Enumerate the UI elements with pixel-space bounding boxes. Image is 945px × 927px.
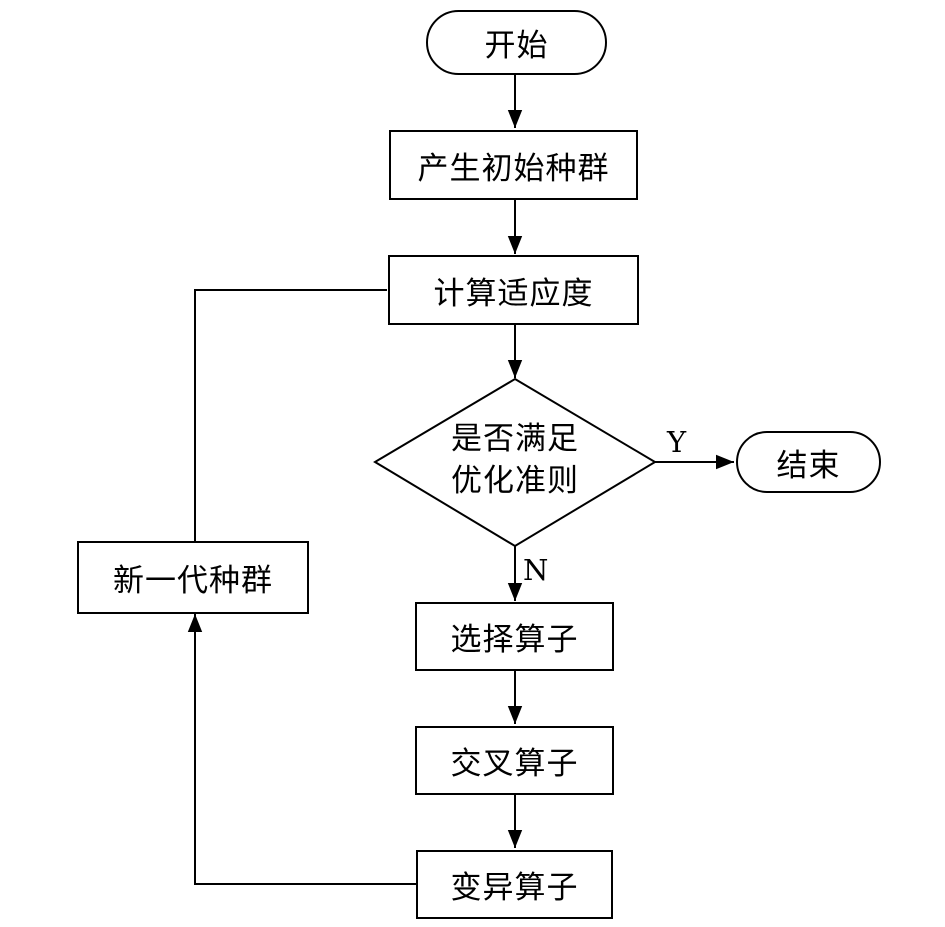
mutation-operator-label: 变异算子 bbox=[450, 870, 579, 906]
crossover-operator-label: 交叉算子 bbox=[450, 746, 579, 782]
decision-label-line1: 是否满足 bbox=[451, 421, 579, 457]
start-label: 开始 bbox=[484, 28, 549, 64]
compute-fitness-label: 计算适应度 bbox=[433, 275, 594, 312]
end-node: 结束 bbox=[736, 431, 881, 493]
no-edge-label: N bbox=[523, 553, 549, 587]
edge-mutation-to-new-population bbox=[187, 614, 416, 885]
decision-node: 是否满足 优化准则 bbox=[415, 418, 615, 506]
end-label: 结束 bbox=[776, 447, 841, 484]
edge-new-population-to-fitness bbox=[194, 289, 387, 541]
mutation-operator-node: 变异算子 bbox=[416, 850, 613, 919]
selection-operator-label: 选择算子 bbox=[450, 622, 579, 658]
init-population-label: 产生初始种群 bbox=[417, 150, 610, 187]
yes-edge-label: Y bbox=[667, 425, 687, 459]
crossover-operator-node: 交叉算子 bbox=[415, 726, 614, 795]
decision-label-line2: 优化准则 bbox=[451, 463, 579, 499]
init-population-node: 产生初始种群 bbox=[389, 130, 638, 200]
compute-fitness-node: 计算适应度 bbox=[388, 255, 639, 325]
new-population-label: 新一代种群 bbox=[113, 563, 273, 599]
decision-diamond-shape bbox=[373, 377, 657, 548]
selection-operator-node: 选择算子 bbox=[415, 602, 614, 671]
new-population-node: 新一代种群 bbox=[77, 541, 309, 614]
start-node: 开始 bbox=[426, 10, 607, 75]
